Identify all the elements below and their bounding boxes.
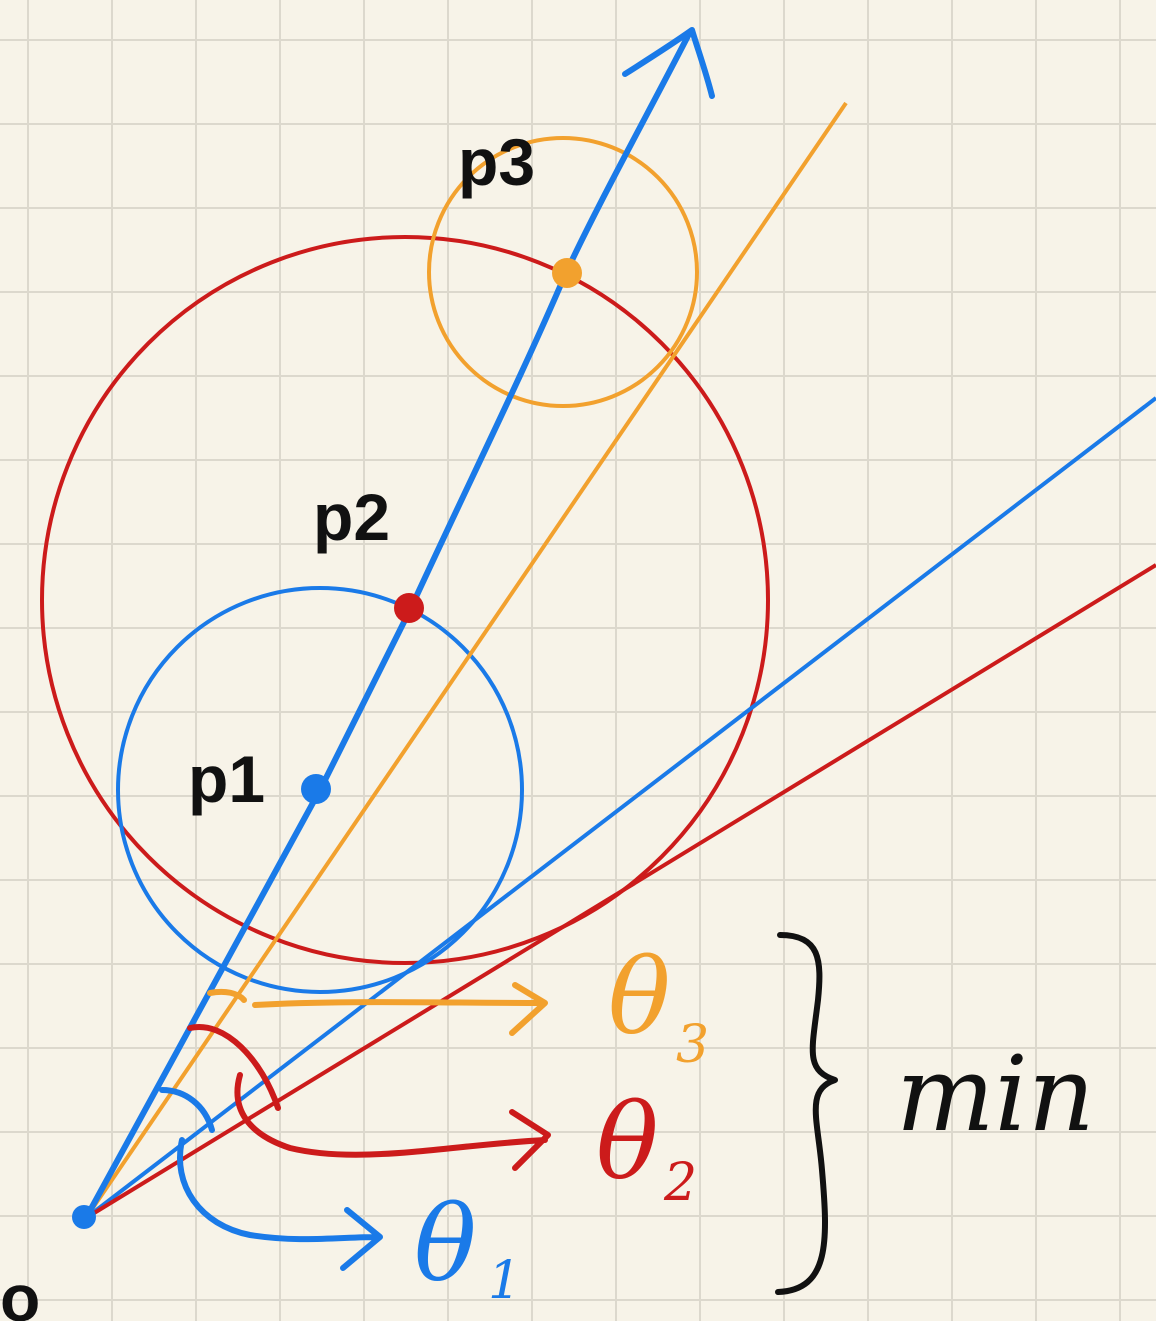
arrowhead bbox=[622, 27, 715, 99]
theta1-arrow bbox=[177, 1137, 383, 1271]
label-theta1: θ bbox=[414, 1183, 477, 1305]
label-theta2: θ bbox=[596, 1081, 659, 1203]
label-p2: p2 bbox=[313, 480, 390, 554]
label-theta3: θ bbox=[608, 936, 671, 1058]
blue-circle bbox=[116, 586, 524, 994]
red-tangent-line bbox=[84, 563, 1156, 1220]
theta3-arc bbox=[207, 988, 247, 1003]
label-min: min bbox=[896, 1033, 1095, 1155]
orange-circle bbox=[427, 136, 699, 408]
label-p3: p3 bbox=[458, 125, 535, 199]
label-theta2-sub: 2 bbox=[663, 1153, 697, 1213]
curly-brace bbox=[775, 932, 838, 1295]
point-p2 bbox=[394, 593, 424, 623]
point-p1 bbox=[301, 774, 331, 804]
red-circle bbox=[40, 235, 770, 965]
theta3-arrow bbox=[252, 982, 548, 1036]
blue-ray bbox=[83, 29, 693, 1221]
orange-tangent-line bbox=[84, 101, 848, 1220]
theta2-arc bbox=[187, 1023, 281, 1111]
label-origin: o bbox=[0, 1261, 40, 1321]
theta2-arrow bbox=[234, 1072, 551, 1171]
label-theta3-sub: 3 bbox=[676, 1015, 709, 1075]
point-p3 bbox=[552, 258, 582, 288]
origin-point bbox=[72, 1205, 96, 1229]
label-theta1-sub: 1 bbox=[488, 1251, 521, 1311]
theta1-arc bbox=[159, 1087, 215, 1133]
label-p1: p1 bbox=[188, 742, 265, 816]
